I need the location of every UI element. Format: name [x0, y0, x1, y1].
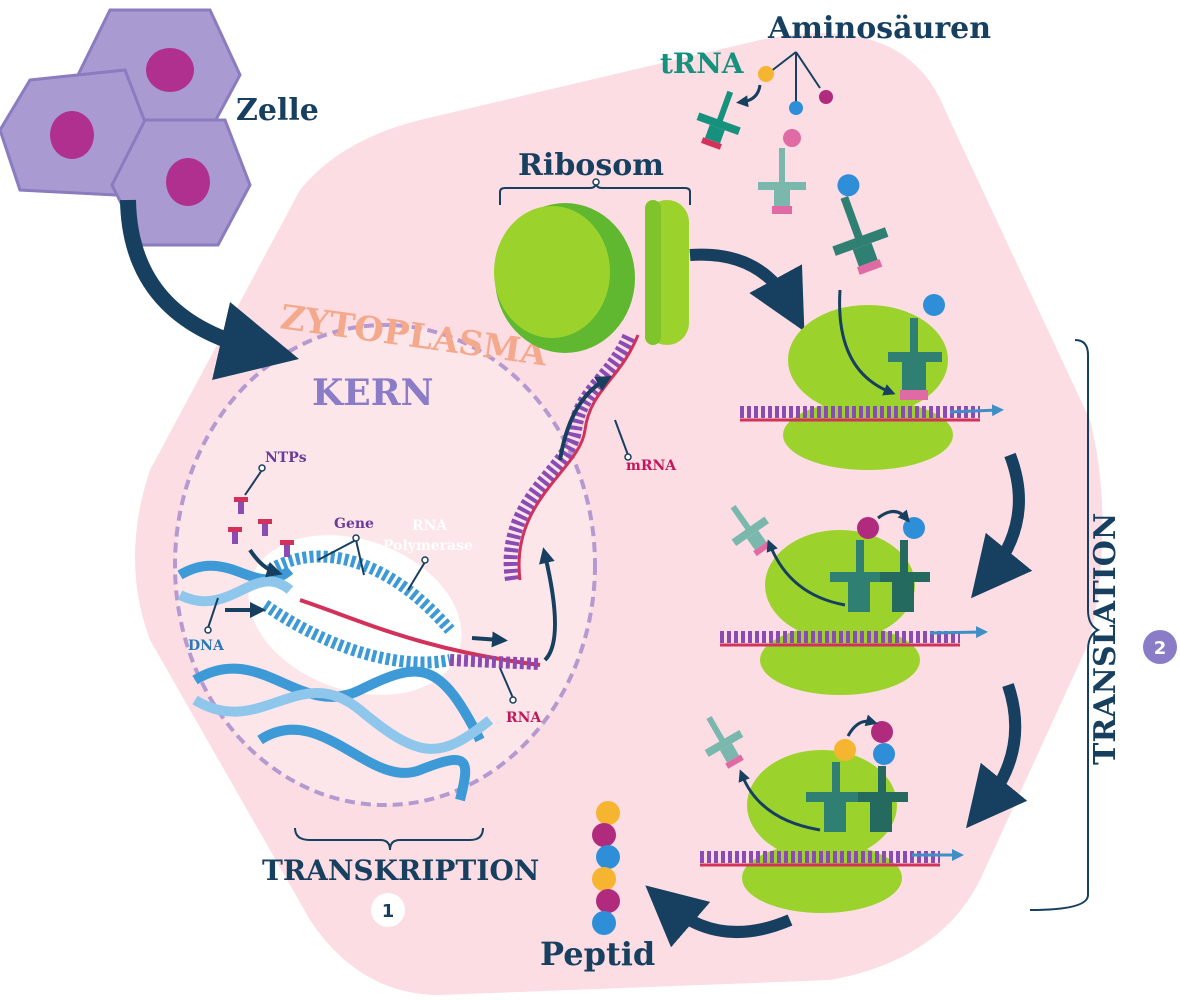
- rna-strand: [299, 598, 541, 667]
- amino-acids-label: Aminosäuren: [767, 11, 991, 46]
- transcription-brace: [294, 827, 484, 851]
- cell-nucleus: [146, 48, 194, 92]
- amino-acid: [819, 90, 833, 104]
- trna-binding-arrow: [838, 289, 896, 396]
- translation-bracket: [1029, 339, 1101, 911]
- rna-polymerase-label-2: Polymerase: [383, 538, 473, 554]
- mrna-label: mRNA: [626, 458, 677, 474]
- peptide-chain: [592, 801, 620, 935]
- translation-step-number: 2: [1154, 638, 1167, 659]
- transcription-arrow: [471, 631, 508, 648]
- mrna-backbone: [517, 334, 640, 581]
- trna-release-arrow: [738, 769, 821, 832]
- peptide-amino-acid: [592, 867, 616, 891]
- amino-acid: [758, 66, 774, 82]
- peptide-amino-acid: [592, 823, 616, 847]
- trna-molecule: [758, 129, 806, 214]
- dna-label: DNA: [188, 638, 225, 654]
- peptide-amino-acid: [596, 889, 620, 913]
- trna-release-arrow: [766, 539, 846, 607]
- mrna-export-arrow: [539, 547, 557, 662]
- mrna-strand: [503, 332, 637, 582]
- dna-left-strand: [177, 576, 294, 607]
- ribosome-label: Ribosom: [518, 148, 664, 183]
- rna-polymerase-label-1: RNA: [412, 518, 448, 534]
- cell-nucleus: [50, 111, 94, 159]
- gene-label: Gene: [334, 516, 374, 532]
- dna-helix: [192, 663, 494, 802]
- ntps-label: NTPs: [265, 450, 307, 466]
- cell-cluster: [0, 8, 252, 247]
- rna-label: RNA: [506, 710, 542, 726]
- peptide-release-arrow: [645, 885, 793, 948]
- nucleus-label: KERN: [312, 372, 434, 414]
- rna-strand-bases: [449, 654, 541, 670]
- trna-molecule: [696, 90, 741, 150]
- ntp-molecules: [228, 497, 294, 557]
- transcription-arrow: [248, 548, 283, 578]
- translation-label: TRANSLATION: [1088, 513, 1123, 765]
- rna-polymerase: [248, 535, 462, 695]
- gene-strand: [261, 600, 452, 669]
- amino-acid: [789, 101, 803, 115]
- translation-arrow: [971, 452, 1033, 599]
- peptide-amino-acid: [592, 911, 616, 935]
- peptide-amino-acid: [596, 845, 620, 869]
- transcription-label: TRANSKRIPTION: [262, 854, 539, 887]
- trna-label: tRNA: [660, 47, 745, 80]
- transcription-step-badge: [371, 893, 405, 927]
- translation-stage-1: [740, 294, 1004, 470]
- translation-step-badge: [1143, 630, 1177, 664]
- peptide-amino-acid: [596, 801, 620, 825]
- cell-label: Zelle: [236, 93, 319, 128]
- charging-arrow: [736, 84, 762, 108]
- transcription-step-number: 1: [382, 901, 395, 922]
- ribosome: [494, 200, 689, 353]
- translation-arrow: [689, 248, 805, 332]
- peptide-label: Peptid: [540, 935, 655, 973]
- trna-molecule: [832, 174, 889, 275]
- mrna-export-arrow: [558, 376, 612, 461]
- cell-to-nucleus-arrow: [120, 199, 299, 380]
- cell-nucleus: [166, 158, 210, 206]
- translation-stage-2: [720, 509, 988, 695]
- gene-strand: [266, 550, 455, 634]
- translation-stage-3: [700, 714, 964, 913]
- released-trna: [704, 715, 744, 769]
- translation-arrow: [966, 683, 1028, 829]
